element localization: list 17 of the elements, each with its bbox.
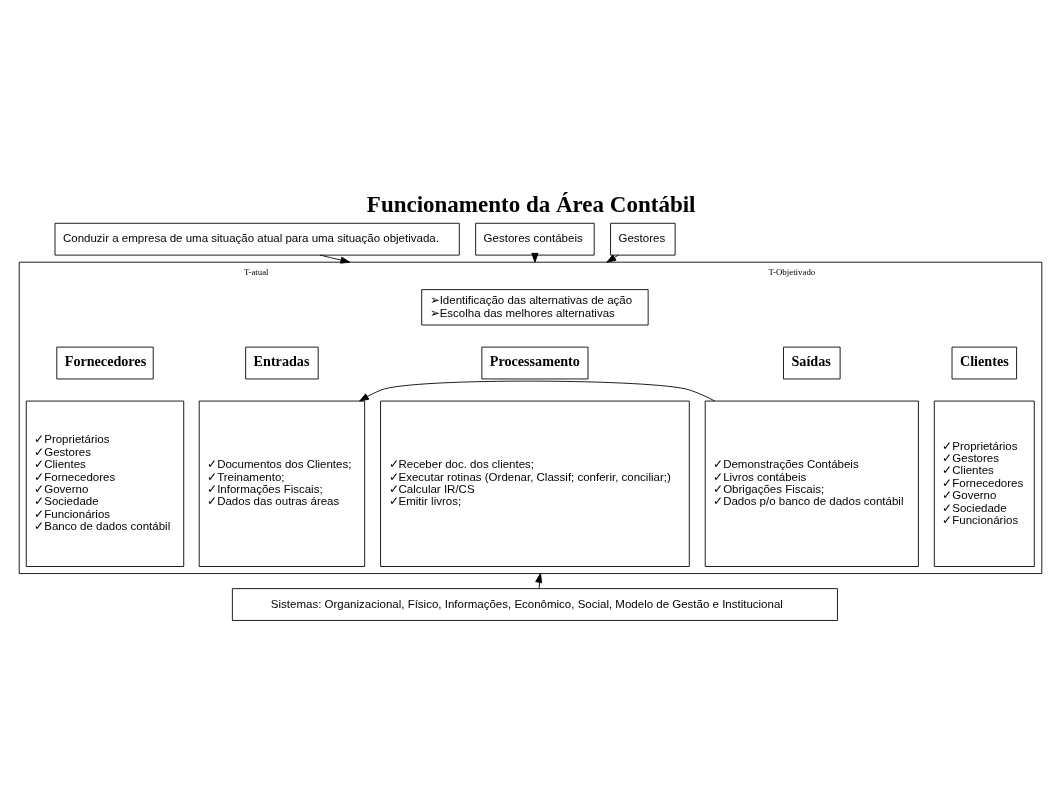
node-box: ✓Documentos dos Clientes; ✓Treinamento; ✓Informações Fiscais; ✓Dados das outras áreas [198,400,366,567]
node-box: Saídas [783,346,841,380]
node-box: Clientes [951,346,1018,380]
node-box: ✓Demonstrações Contábeis ✓Livros contábeis ✓Obrigações Fiscais; ✓Dados p/o banco de dados contábil [704,400,919,567]
arrow [319,254,351,264]
arrow [606,254,619,263]
node-box: ✓Proprietários ✓Gestores ✓Clientes ✓Fornecedores ✓Governo ✓Sociedade ✓Funcionários ✓Banco de dados contábil [25,400,185,567]
node-box: Entradas [245,346,319,380]
node-box: Fornecedores [56,346,154,380]
arrow [359,380,716,402]
node-box: Conduzir a empresa de uma situação atual para uma situação objetivada. [54,222,460,256]
node-box: Sistemas: Organizacional, Físico, Informações, Econômico, Social, Modelo de Gestão e Institucional [231,588,838,621]
node-box: ✓Receber doc. dos clientes; ✓Executar rotinas (Ordenar, Classif; conferir, conciliar;) ✓Calcular IR/CS ✓Emitir livros; [380,400,690,567]
diagram-title: Funcionamento da Área Contábil [366,191,696,217]
node-box: ✓Proprietários ✓Gestores ✓Clientes ✓Fornecedores ✓Governo ✓Sociedade ✓Funcionários [933,400,1035,567]
node-box: ➢Identificação das alternativas de ação ➢Escolha das melhores alternativas [421,289,649,326]
node-box: Processamento [481,346,589,380]
